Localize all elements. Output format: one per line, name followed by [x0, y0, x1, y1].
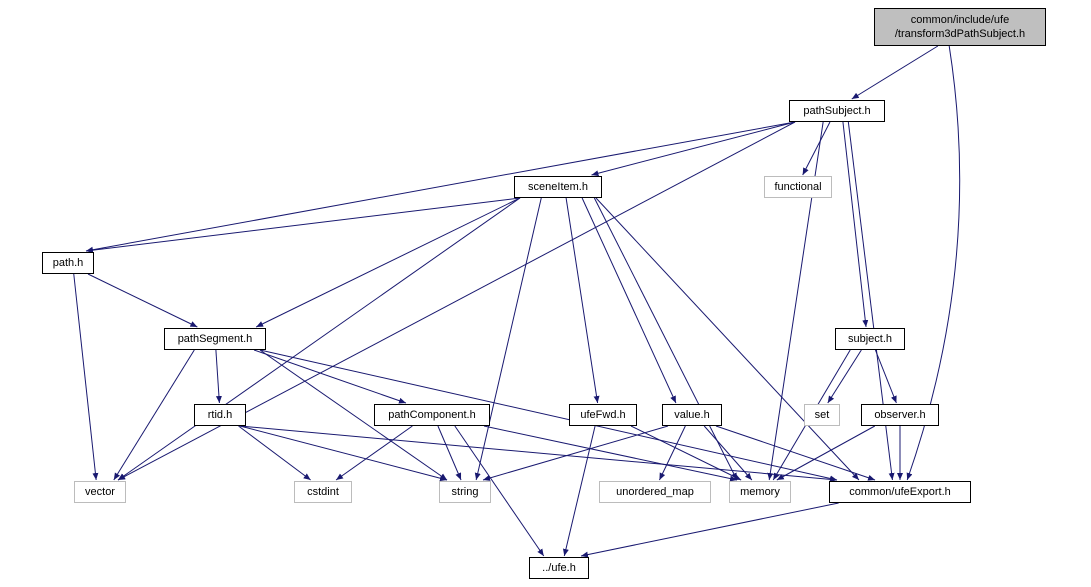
- edge-sceneItem-to-ufeExport: [595, 197, 860, 481]
- node-string: string: [439, 481, 491, 503]
- node-observer[interactable]: observer.h: [861, 404, 939, 426]
- node-cstdint: cstdint: [294, 481, 352, 503]
- edge-pathSubject-to-ufeExport: [847, 121, 895, 481]
- edge-path-to-vector: [73, 273, 99, 481]
- node-vector: vector: [74, 481, 126, 503]
- edge-subject-to-set: [827, 349, 862, 404]
- edge-value-to-unordered_map: [658, 425, 686, 481]
- edge-pathSegment-to-rtid: [215, 349, 222, 404]
- edge-pathSegment-to-vector: [113, 349, 195, 481]
- edge-pathSubject-to-vector: [117, 121, 796, 481]
- edge-pathSegment-to-pathComponent: [253, 349, 407, 404]
- edge-value-to-ufeExport: [715, 425, 876, 481]
- edge-pathSubject-to-path: [85, 121, 796, 253]
- node-ufe[interactable]: ../ufe.h: [529, 557, 589, 579]
- node-transform3d: common/include/ufe /transform3dPathSubje…: [874, 8, 1046, 46]
- edge-observer-to-memory: [776, 425, 876, 481]
- edge-sceneItem-to-memory: [593, 197, 738, 481]
- node-ufeExport[interactable]: common/ufeExport.h: [829, 481, 971, 503]
- edge-ufeFwd-to-memory: [630, 425, 742, 481]
- node-path[interactable]: path.h: [42, 252, 94, 274]
- edge-pathSubject-to-functional: [802, 121, 831, 176]
- edge-rtid-to-string: [239, 425, 448, 482]
- edge-ufeExport-to-ufe: [580, 502, 839, 558]
- node-pathSegment[interactable]: pathSegment.h: [164, 328, 266, 350]
- node-functional: functional: [764, 176, 832, 198]
- node-set: set: [804, 404, 840, 426]
- edge-rtid-to-cstdint: [238, 425, 311, 481]
- edge-value-to-string: [482, 425, 669, 481]
- edge-sceneItem-to-ufeFwd: [565, 197, 600, 404]
- edge-pathSubject-to-subject: [842, 121, 869, 328]
- edge-ufeFwd-to-ufe: [562, 425, 596, 557]
- edge-value-to-memory: [703, 425, 753, 481]
- node-subject[interactable]: subject.h: [835, 328, 905, 350]
- edge-pathComponent-to-string: [437, 425, 462, 481]
- node-unordered_map: unordered_map: [599, 481, 711, 503]
- edge-pathSubject-to-sceneItem: [591, 121, 796, 177]
- edge-transform3d-to-pathSubject: [851, 45, 939, 100]
- edge-sceneItem-to-string: [474, 197, 542, 481]
- node-sceneItem[interactable]: sceneItem.h: [514, 176, 602, 198]
- node-value[interactable]: value.h: [662, 404, 722, 426]
- edge-sceneItem-to-path: [85, 197, 521, 254]
- node-rtid[interactable]: rtid.h: [194, 404, 246, 426]
- edge-subject-to-observer: [874, 349, 897, 404]
- node-pathSubject[interactable]: pathSubject.h: [789, 100, 885, 122]
- edge-pathComponent-to-cstdint: [335, 425, 413, 481]
- node-memory: memory: [729, 481, 791, 503]
- edge-pathSegment-to-ufeExport: [259, 349, 838, 482]
- edge-rtid-to-ufeExport: [239, 425, 838, 483]
- edge-path-to-pathSegment: [87, 273, 198, 328]
- node-pathComponent[interactable]: pathComponent.h: [374, 404, 490, 426]
- edge-sceneItem-to-pathSegment: [255, 197, 521, 328]
- node-ufeFwd[interactable]: ufeFwd.h: [569, 404, 637, 426]
- edge-pathComponent-to-memory: [483, 425, 738, 482]
- edge-sceneItem-to-value: [581, 197, 677, 404]
